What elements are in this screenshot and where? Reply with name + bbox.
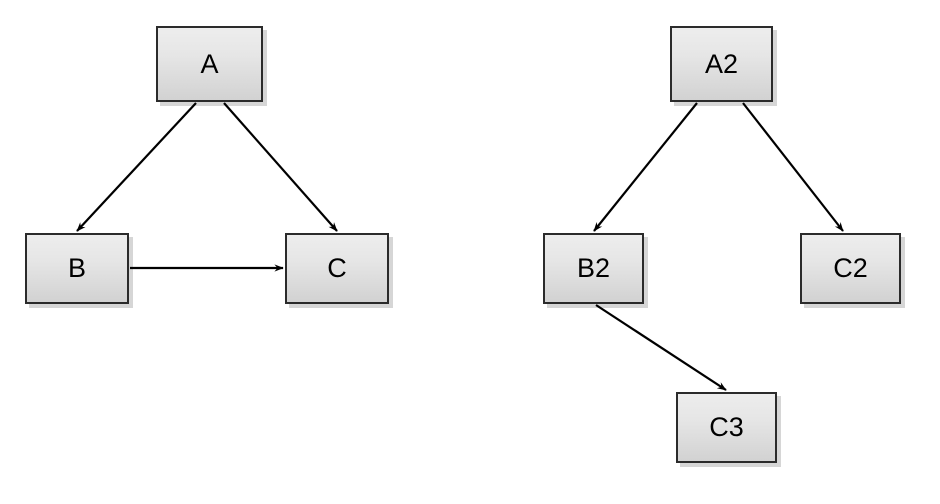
edge-a2-to-c2 bbox=[742, 102, 844, 232]
node-label-a: A bbox=[200, 48, 219, 79]
node-label-c: C bbox=[327, 253, 347, 283]
node-a2[interactable]: A2 bbox=[670, 26, 773, 102]
edge-a2-to-b2 bbox=[593, 102, 698, 232]
edge-a-to-c bbox=[223, 102, 338, 232]
node-label-b: B bbox=[67, 253, 86, 283]
node-label-c3: C3 bbox=[709, 412, 744, 442]
node-c2[interactable]: C2 bbox=[800, 233, 901, 304]
node-label-c2: C2 bbox=[833, 253, 868, 283]
node-c[interactable]: C bbox=[285, 233, 389, 304]
edge-a-to-b bbox=[76, 102, 197, 232]
node-c3[interactable]: C3 bbox=[676, 392, 777, 463]
edge-b2-to-c3 bbox=[595, 304, 727, 391]
node-b[interactable]: B bbox=[25, 233, 129, 304]
node-label-b2: B2 bbox=[576, 253, 611, 283]
node-label-a2: A2 bbox=[704, 48, 739, 79]
node-a[interactable]: A bbox=[156, 26, 263, 102]
node-b2[interactable]: B2 bbox=[543, 233, 644, 304]
